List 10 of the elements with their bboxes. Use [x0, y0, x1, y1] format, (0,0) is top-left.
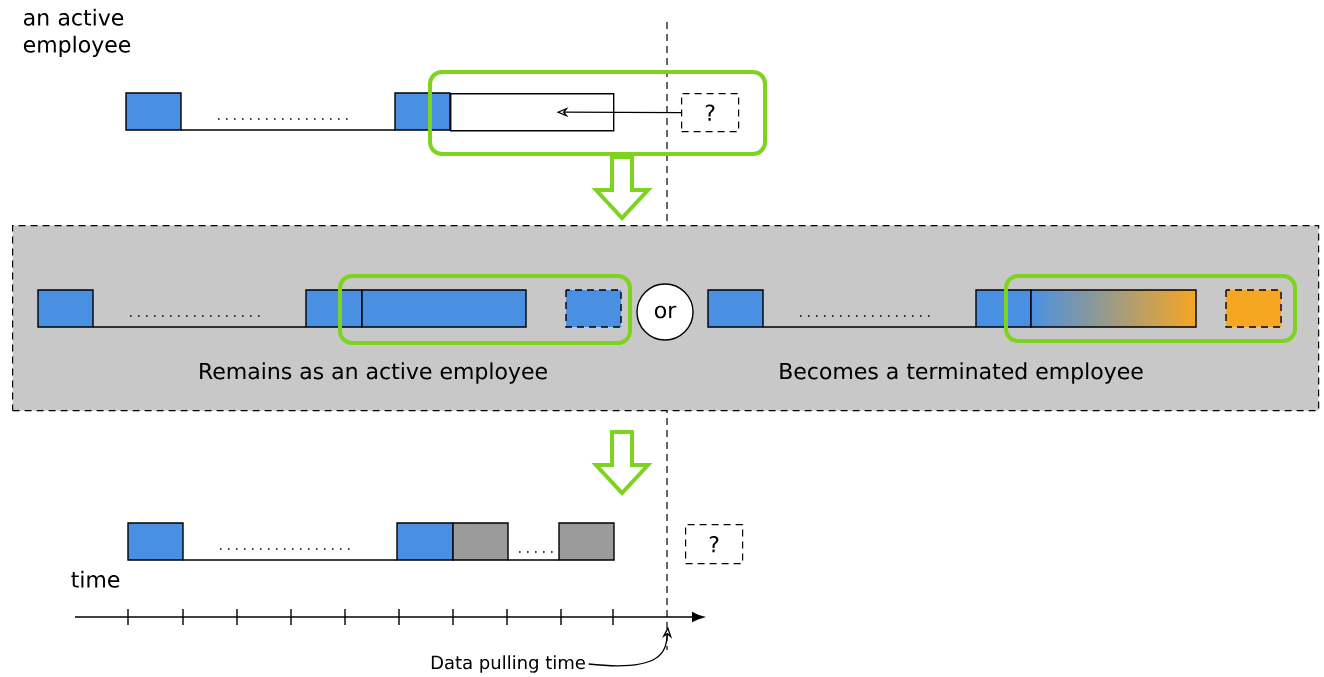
- interval-bar: [450, 93, 615, 132]
- callout-text: Data pulling time: [431, 655, 585, 673]
- axis-label: time: [71, 570, 120, 588]
- block-arrow: [591, 430, 653, 496]
- unknown-box: ?: [681, 93, 740, 133]
- time-axis: [74, 608, 704, 626]
- row-label: an active employee: [23, 8, 131, 57]
- block-arrow: [591, 155, 653, 221]
- unknown-box: ?: [685, 524, 744, 565]
- highlight-frame: [428, 70, 767, 156]
